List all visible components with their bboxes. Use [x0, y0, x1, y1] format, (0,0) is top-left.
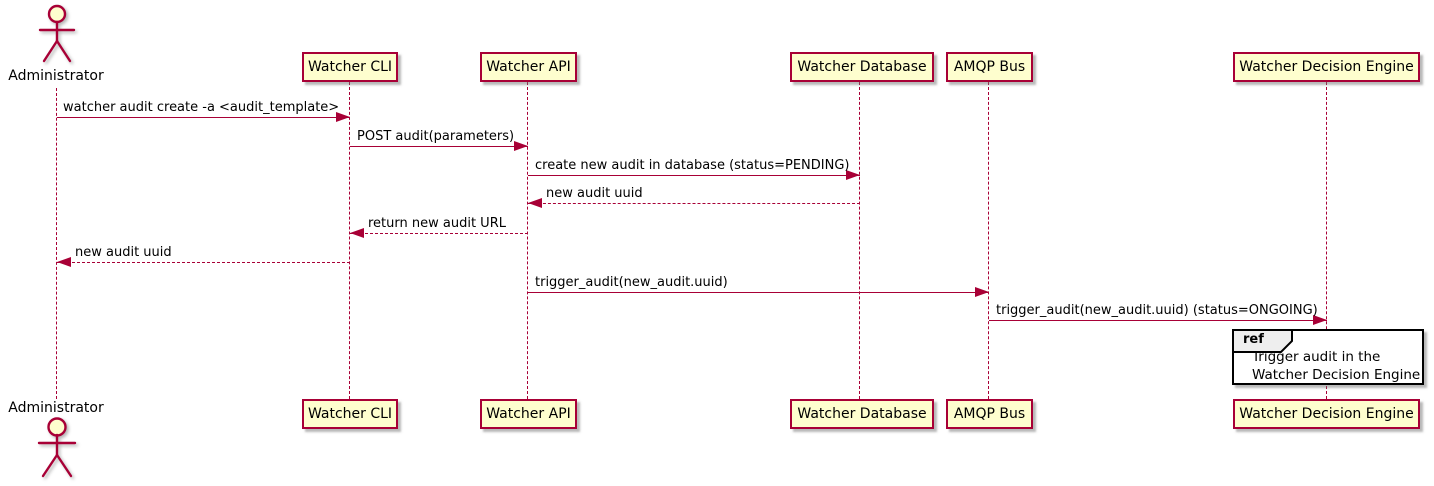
participant-watcher-decision-engine-top: Watcher Decision Engine — [1233, 52, 1420, 82]
ref-fragment: ref Trigger audit in the Watcher Decisio… — [1232, 329, 1424, 385]
lifeline-watcher-api — [527, 82, 528, 399]
message-5-label: return new audit URL — [368, 216, 506, 231]
message-3-arrowhead-icon — [846, 170, 860, 180]
message-6-line — [57, 262, 350, 263]
message-8-line — [989, 320, 1327, 321]
actor-administrator-top-label: Administrator — [8, 68, 104, 84]
participant-watcher-database-bottom: Watcher Database — [790, 399, 934, 429]
message-3-line — [528, 175, 860, 176]
message-4-label: new audit uuid — [546, 186, 643, 201]
message-5-arrowhead-icon — [350, 228, 364, 238]
message-8-arrowhead-icon — [1313, 315, 1327, 325]
participant-amqp-bus-bottom: AMQP Bus — [946, 399, 1033, 429]
participant-watcher-api-bottom: Watcher API — [480, 399, 577, 429]
message-1-arrowhead-icon — [336, 112, 350, 122]
actor-administrator-bottom-label: Administrator — [8, 400, 104, 416]
message-7-line — [528, 292, 989, 293]
message-6-label: new audit uuid — [75, 245, 172, 260]
participant-watcher-cli-top: Watcher CLI — [302, 52, 398, 82]
participant-amqp-bus-top: AMQP Bus — [946, 52, 1033, 82]
actor-icon — [38, 4, 76, 63]
participant-watcher-decision-engine-bottom: Watcher Decision Engine — [1233, 399, 1420, 429]
participant-watcher-database-top: Watcher Database — [790, 52, 934, 82]
ref-content-line-1: Trigger audit in the — [1252, 349, 1381, 365]
message-4-arrowhead-icon — [528, 198, 542, 208]
message-3-label: create new audit in database (status=PEN… — [535, 158, 850, 173]
message-8-label: trigger_audit(new_audit.uuid) (status=ON… — [996, 303, 1318, 318]
ref-content-line-2: Watcher Decision Engine — [1252, 367, 1421, 383]
ref-tab-pentagon-icon — [1232, 329, 1293, 353]
message-2-label: POST audit(parameters) — [357, 129, 515, 144]
ref-keyword: ref — [1243, 332, 1264, 347]
message-1-label: watcher audit create -a <audit_template> — [63, 100, 340, 115]
message-6-arrowhead-icon — [57, 257, 71, 267]
ref-content: Trigger audit in the Watcher Decision En… — [1252, 348, 1420, 384]
lifeline-administrator — [56, 88, 57, 399]
message-7-label: trigger_audit(new_audit.uuid) — [535, 275, 728, 290]
actor-icon — [37, 417, 77, 478]
lifeline-watcher-decision-engine — [1326, 82, 1327, 399]
message-1-line — [57, 117, 350, 118]
participant-watcher-cli-bottom: Watcher CLI — [302, 399, 398, 429]
ref-tab: ref — [1232, 329, 1298, 353]
participant-watcher-api-top: Watcher API — [480, 52, 577, 82]
message-5-line — [350, 233, 528, 234]
message-4-line — [528, 203, 860, 204]
message-2-arrowhead-icon — [514, 141, 528, 151]
message-2-line — [350, 146, 528, 147]
message-7-arrowhead-icon — [975, 287, 989, 297]
lifeline-watcher-database — [859, 82, 860, 399]
lifeline-amqp-bus — [988, 82, 989, 399]
lifeline-watcher-cli — [349, 82, 350, 399]
